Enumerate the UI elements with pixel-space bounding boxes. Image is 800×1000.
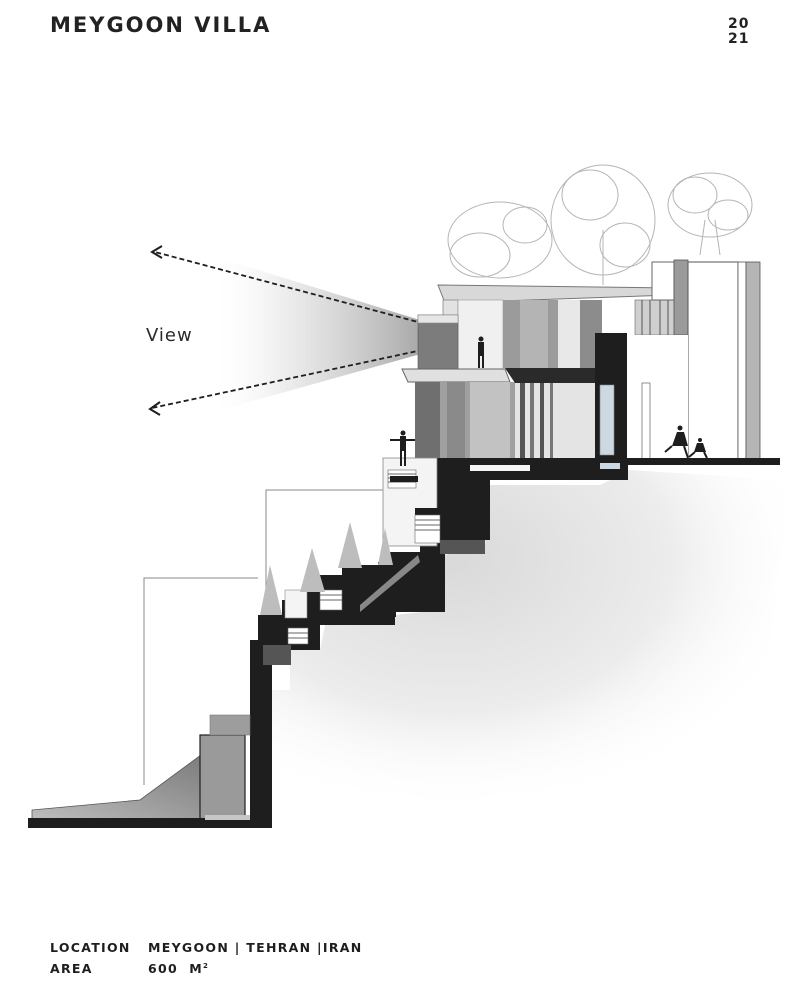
area-row: AREA 600 M2	[50, 958, 363, 979]
terraces	[284, 457, 441, 645]
project-title: MEYGOON VILLA	[50, 13, 272, 37]
upper-floor	[401, 284, 676, 383]
location-value: MEYGOON | TEHRAN |IRAN	[148, 940, 363, 955]
pine-trees	[260, 522, 393, 615]
background-trees	[447, 164, 753, 285]
foundation-shadow	[263, 540, 485, 665]
human-figures	[390, 336, 708, 466]
year-top: 20	[728, 16, 750, 32]
project-info: LOCATION MEYGOON | TEHRAN |IRAN AREA 600…	[50, 937, 363, 979]
year-bottom: 21	[728, 31, 750, 47]
ground-texture	[270, 470, 790, 830]
location-label: LOCATION	[50, 940, 131, 955]
view-cone	[148, 245, 479, 416]
area-number: 600 M	[148, 961, 204, 976]
view-annotation: View	[146, 325, 193, 346]
lower-ramp	[28, 714, 272, 828]
area-label: AREA	[50, 961, 93, 976]
area-unit-superscript: 2	[203, 961, 210, 970]
area-value: 600 M2	[148, 961, 209, 976]
lower-floor	[415, 333, 627, 478]
project-year: 20 21	[728, 17, 749, 47]
location-row: LOCATION MEYGOON | TEHRAN |IRAN	[50, 937, 363, 958]
outline-frames	[143, 489, 383, 785]
